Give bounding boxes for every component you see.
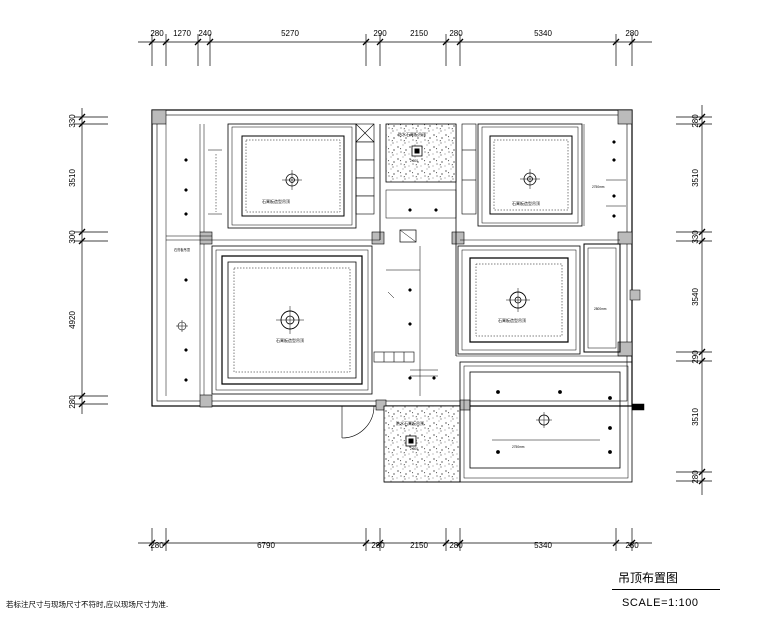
- dim-text: 2150: [410, 29, 428, 38]
- dim-text: 2150: [410, 541, 428, 550]
- bathroom-upper: 防水石膏板吊顶 2.500: [385, 123, 457, 183]
- dim-text: 5270: [281, 29, 299, 38]
- room-middle-right: [457, 245, 581, 355]
- depth-label-a: 2750mm: [592, 185, 605, 189]
- drawing-scale: SCALE=1:100: [622, 597, 699, 609]
- room-small-right: [583, 243, 641, 353]
- dim-text: 240: [198, 29, 212, 38]
- room-living: [211, 245, 373, 395]
- dim-text: 280: [449, 29, 463, 38]
- right-dimension-texts: 280 3510 330 3540 290 3510 280: [691, 114, 700, 484]
- dim-text: 330: [691, 230, 700, 244]
- left-dimension-ticks: [78, 113, 86, 408]
- left-dimension-line: [74, 108, 108, 414]
- room-bottom-right: [459, 361, 645, 483]
- top-dimension-texts: 280 1270 240 5270 290 2150 280 5340 280: [150, 29, 639, 38]
- left-balcony: [165, 124, 222, 396]
- bottom-dimension-ticks: [148, 539, 636, 547]
- dim-text: 280: [625, 541, 639, 550]
- title-underline: [612, 589, 720, 590]
- left-dimension-texts: 330 3510 300 4920 280: [68, 114, 77, 409]
- dim-text: 280: [691, 470, 700, 484]
- side-label: 石膏板吊顶: [174, 247, 191, 252]
- dim-text: 5340: [534, 541, 552, 550]
- room-top-left: [227, 123, 357, 229]
- dim-text: 280: [449, 541, 463, 550]
- living-label: 石膏板造型吊顶: [276, 337, 304, 343]
- dim-text: 290: [373, 29, 387, 38]
- bath-lower-label: 防水石膏板吊顶: [396, 420, 424, 426]
- right-upper-strip: [583, 124, 626, 226]
- dim-text: 6790: [257, 541, 275, 550]
- right-dimension-ticks: [698, 113, 706, 485]
- entry-door: [341, 405, 375, 439]
- dim-text: 3510: [691, 408, 700, 426]
- dim-text: 330: [68, 114, 77, 128]
- drawing-title: 吊顶布置图: [618, 571, 679, 585]
- dimension-note: 若标注尺寸与现场尺寸不符时,应以现场尺寸为准.: [6, 600, 169, 609]
- depth-label-c: 2800mm: [594, 307, 607, 311]
- room-tr-label: 石膏板造型吊顶: [512, 200, 540, 206]
- dim-text: 1270: [173, 29, 191, 38]
- dim-text: 290: [691, 350, 700, 364]
- dim-text: 5340: [534, 29, 552, 38]
- dim-text: 3540: [691, 288, 700, 306]
- right-dimension-line: [676, 105, 712, 495]
- bath-upper-height: 2.500: [410, 159, 418, 163]
- dim-text: 3510: [68, 169, 77, 187]
- room-tl-label: 石膏板造型吊顶: [262, 198, 290, 204]
- dim-text: 280: [691, 114, 700, 128]
- bathroom-lower: 防水石膏板吊顶 2.500: [383, 405, 461, 483]
- corridor: [385, 189, 457, 396]
- dim-text: 280: [150, 29, 164, 38]
- dim-text: 280: [68, 395, 77, 409]
- dim-text: 280: [625, 29, 639, 38]
- dim-text: 280: [371, 541, 385, 550]
- bottom-dimension-line: [138, 528, 652, 551]
- dim-text: 4920: [68, 311, 77, 329]
- top-dimension-ticks: [148, 38, 636, 46]
- room-mr-label: 石膏板造型吊顶: [498, 317, 526, 323]
- dim-text: 280: [150, 541, 164, 550]
- bath-lower-height: 2.500: [410, 447, 418, 451]
- depth-label-b: 2750mm: [512, 445, 525, 449]
- room-top-right: [477, 123, 583, 227]
- top-dimension-line: [138, 34, 652, 66]
- dim-text: 3510: [691, 169, 700, 187]
- bottom-dimension-texts: 280 6790 280 2150 280 5340 280: [150, 541, 639, 550]
- bath-upper-label: 防水石膏板吊顶: [398, 131, 426, 137]
- dim-text: 300: [68, 230, 77, 244]
